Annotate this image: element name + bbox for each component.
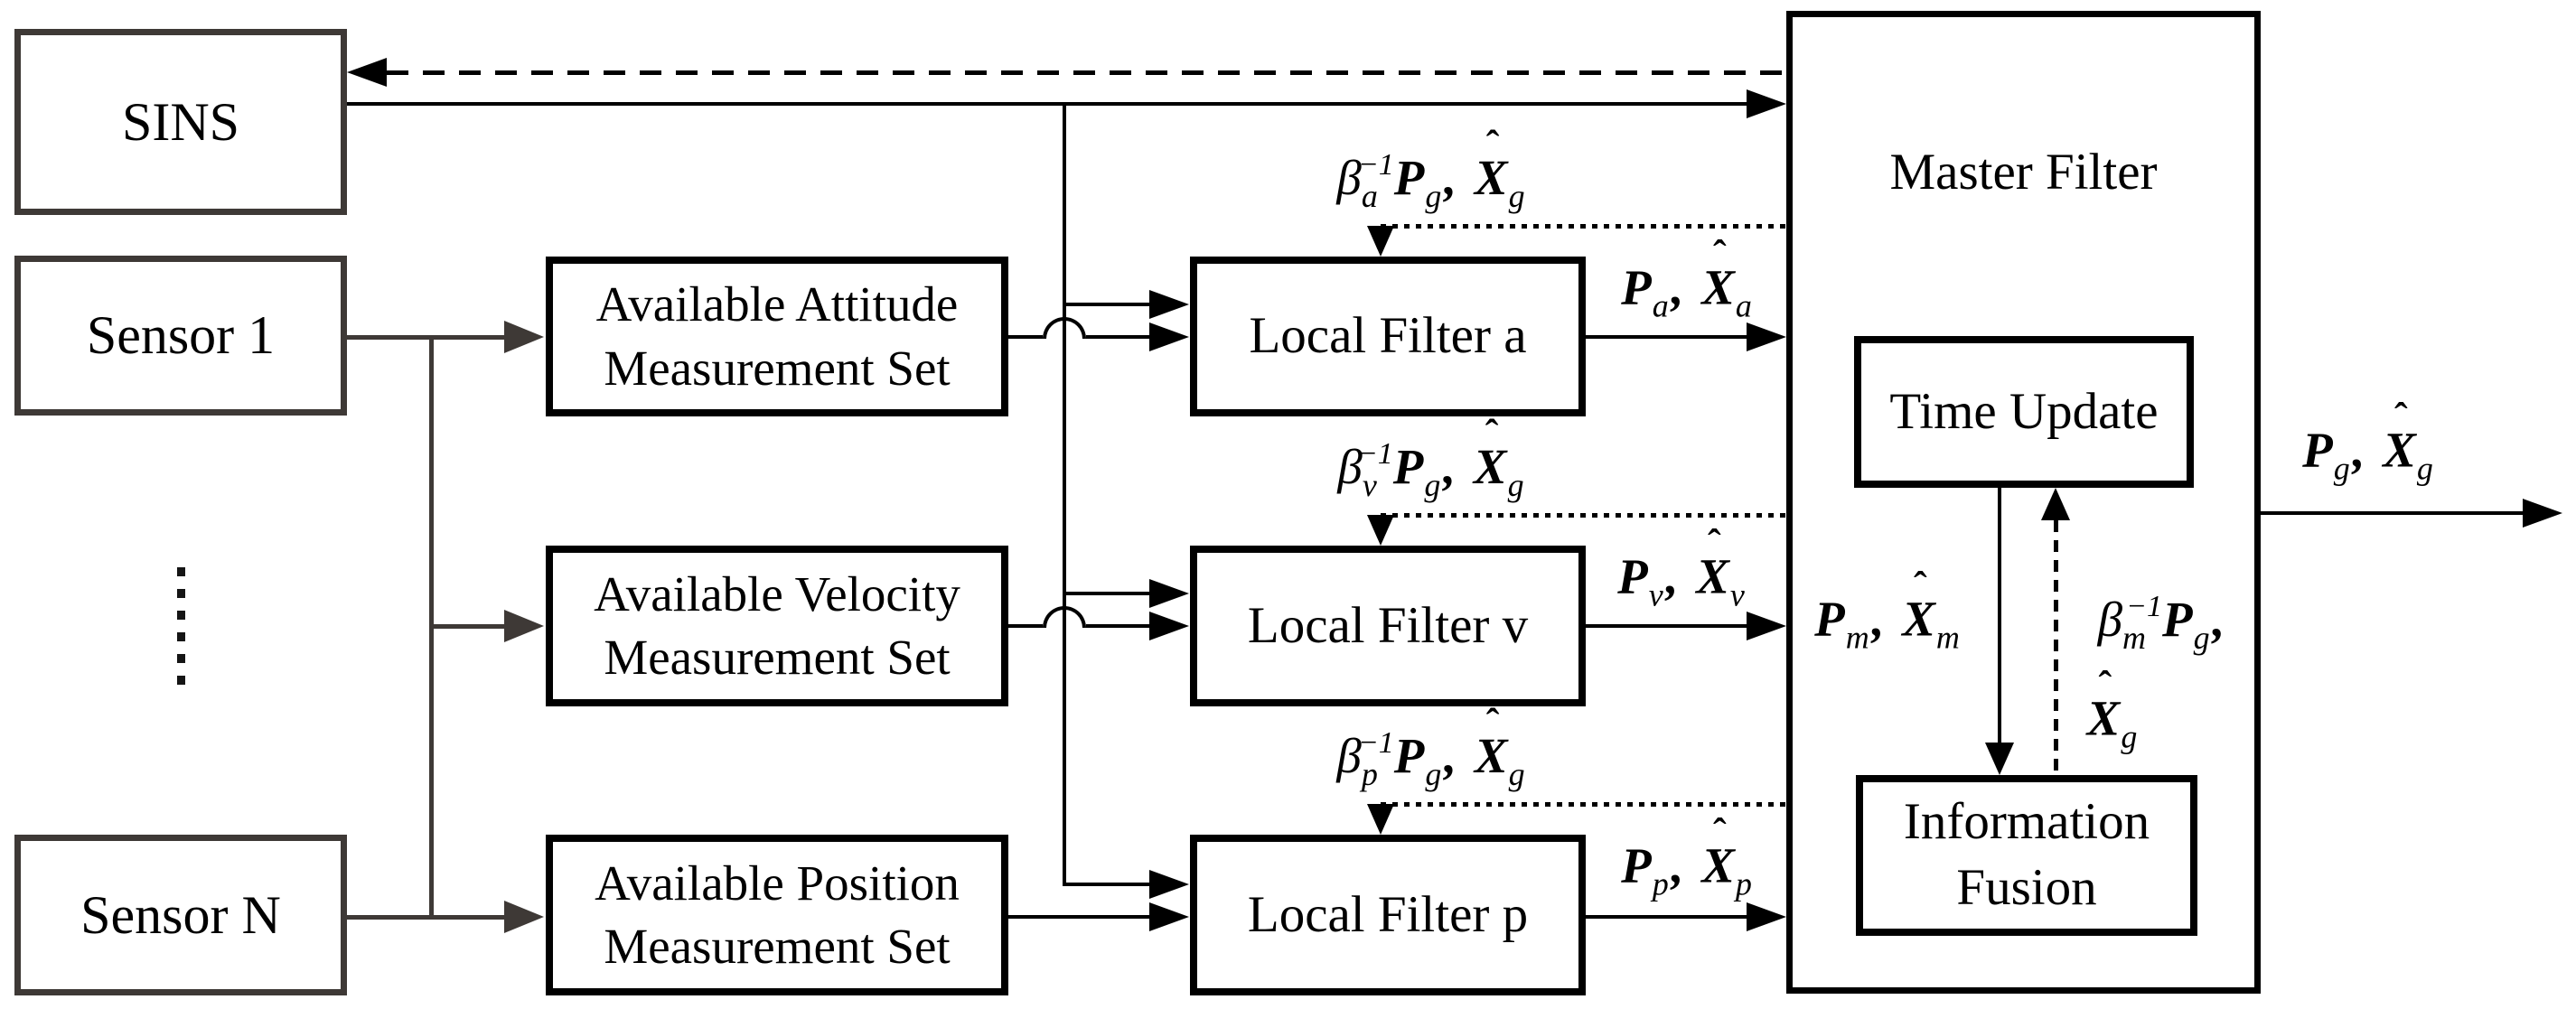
position-measurement-set-box: Available Position Measurement Set (546, 835, 1008, 995)
sins-label: SINS (121, 91, 240, 152)
time-update-box: Time Update (1854, 336, 2194, 488)
attitude-set-line2: Measurement Set (604, 340, 951, 396)
information-fusion-line2: Fusion (1956, 859, 2097, 916)
local-filter-p-label: Local Filter p (1247, 885, 1529, 943)
sensor-arrowhead-velocity (504, 610, 544, 642)
sins-branch-line-a (1063, 303, 1149, 306)
velocity-measurement-set-box: Available Velocity Measurement Set (546, 546, 1008, 706)
time-update-to-fusion-line (1998, 488, 2001, 743)
sins-branch-arrowhead-a (1149, 290, 1189, 319)
sensor-n-box: Sensor N (14, 835, 347, 995)
master-feedback-dotted-line-v (1381, 513, 1786, 518)
dashed-feedback-arrowhead-to-sins (347, 58, 387, 87)
attitude-output-line-right (1086, 335, 1149, 339)
master-filter-label: Master Filter (1889, 144, 2158, 201)
attitude-set-line1: Available Attitude (595, 276, 959, 332)
sensor-1-box: Sensor 1 (14, 256, 347, 416)
master-feedback-arrowhead-v (1367, 515, 1394, 546)
master-feedback-dotted-line-a (1381, 224, 1786, 229)
attitude-output-hop-arc (1043, 317, 1086, 339)
sins-branch-arrowhead-p (1149, 870, 1189, 899)
sins-box: SINS (14, 29, 347, 215)
master-feedback-dotted-line-p (1381, 802, 1786, 807)
master-feedback-arrowhead-p (1367, 804, 1394, 835)
time-update-to-fusion-arrowhead (1985, 743, 2014, 775)
information-fusion-line1: Information (1903, 793, 2150, 851)
sensor-1-label: Sensor 1 (86, 305, 276, 366)
local-filter-v-box: Local Filter v (1190, 546, 1586, 706)
sins-distribution-vertical-line (1063, 102, 1066, 886)
local-filter-v-label: Local Filter v (1247, 596, 1529, 654)
sins-branch-line-v (1063, 592, 1149, 595)
sins-branch-line-p (1063, 883, 1149, 886)
information-fusion-box: Information Fusion (1856, 775, 2197, 936)
local-filter-a-label: Local Filter a (1249, 307, 1527, 365)
global-output-arrowhead (2523, 499, 2562, 528)
filter-p-to-master-arrowhead (1747, 902, 1786, 931)
fusion-to-time-update-arrowhead (2041, 488, 2070, 520)
sins-output-line (347, 102, 1747, 106)
velocity-set-line2: Measurement Set (604, 630, 951, 685)
master-feedback-label-line1: βm−1Pg, (2097, 590, 2225, 656)
local-filter-a-box: Local Filter a (1190, 257, 1586, 416)
position-output-line (1008, 915, 1149, 919)
sins-to-master-arrowhead (1747, 89, 1786, 118)
attitude-output-line-left (1008, 335, 1043, 339)
velocity-set-line1: Available Velocity (594, 565, 960, 621)
velocity-output-line-left (1008, 624, 1043, 628)
attitude-output-arrowhead (1149, 322, 1189, 351)
filter-p-to-master-line (1586, 915, 1747, 919)
filter-a-to-master-arrowhead (1747, 322, 1786, 351)
filter-a-to-master-line (1586, 335, 1747, 339)
fusion-to-time-update-dashed-line (2054, 520, 2058, 775)
velocity-output-line-right (1086, 624, 1149, 628)
sensor-bus-branch-velocity (429, 624, 504, 629)
global-output-line (2261, 511, 2523, 515)
position-output-arrowhead (1149, 902, 1189, 931)
attitude-measurement-set-box: Available Attitude Measurement Set (546, 257, 1008, 416)
sensor-n-output-line (347, 915, 504, 920)
sins-branch-arrowhead-v (1149, 579, 1189, 608)
local-filter-p-box: Local Filter p (1190, 835, 1586, 995)
sensor-n-label: Sensor N (80, 884, 281, 945)
filter-v-to-master-line (1586, 624, 1747, 628)
master-feedback-arrowhead-a (1367, 226, 1394, 257)
sensor-arrowhead-position (504, 901, 544, 933)
time-update-label: Time Update (1889, 382, 2159, 440)
position-set-line1: Available Position (595, 855, 960, 911)
filter-v-to-master-arrowhead (1747, 612, 1786, 640)
position-set-line2: Measurement Set (604, 919, 951, 974)
sensors-ellipsis-dots (177, 567, 185, 696)
sensor-1-output-line (347, 335, 504, 340)
velocity-output-arrowhead (1149, 612, 1189, 640)
master-to-sins-dashed-line (387, 70, 1786, 75)
velocity-output-hop-arc (1043, 606, 1086, 628)
sensor-arrowhead-attitude (504, 321, 544, 353)
